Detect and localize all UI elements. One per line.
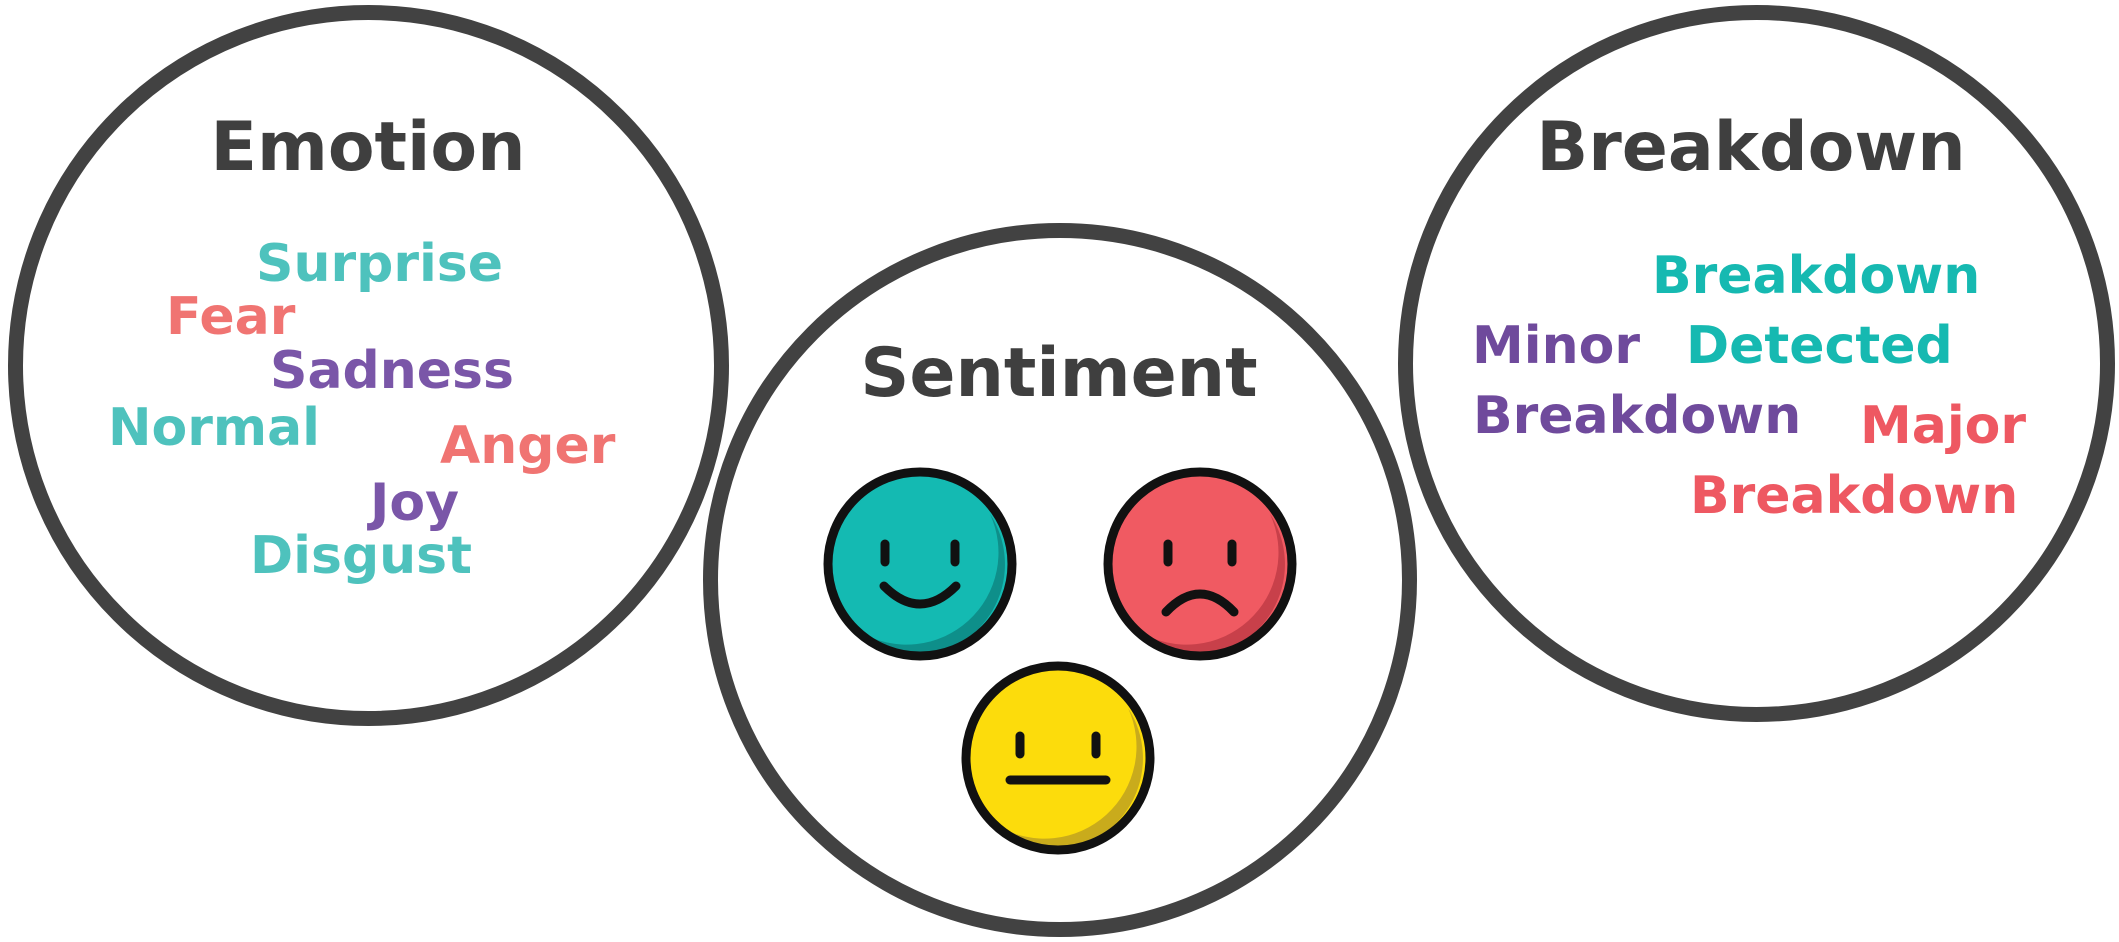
emotion-word-fear: Fear xyxy=(166,287,296,347)
sad-face-icon xyxy=(1103,467,1297,661)
breakdown-minor-line2: Breakdown xyxy=(1473,386,1802,446)
neutral-face-icon xyxy=(961,661,1155,855)
happy-face-icon xyxy=(823,467,1017,661)
emotion-word-joy: Joy xyxy=(370,473,459,533)
emotion-word-sadness: Sadness xyxy=(270,341,514,401)
emotion-word-normal: Normal xyxy=(108,398,320,458)
breakdown-detected-line1: Breakdown xyxy=(1652,246,1981,306)
breakdown-title: Breakdown xyxy=(1536,108,1966,187)
breakdown-major-line1: Major xyxy=(1860,396,2027,456)
breakdown-major-line2: Breakdown xyxy=(1690,466,2019,526)
sentiment-title: Sentiment xyxy=(860,334,1258,413)
emotion-word-surprise: Surprise xyxy=(256,234,504,294)
breakdown-detected-line2: Detected xyxy=(1686,316,1953,376)
emotion-word-anger: Anger xyxy=(440,416,616,476)
emotion-title: Emotion xyxy=(210,108,526,187)
breakdown-minor-line1: Minor xyxy=(1472,316,1640,376)
emotion-word-disgust: Disgust xyxy=(250,526,472,586)
